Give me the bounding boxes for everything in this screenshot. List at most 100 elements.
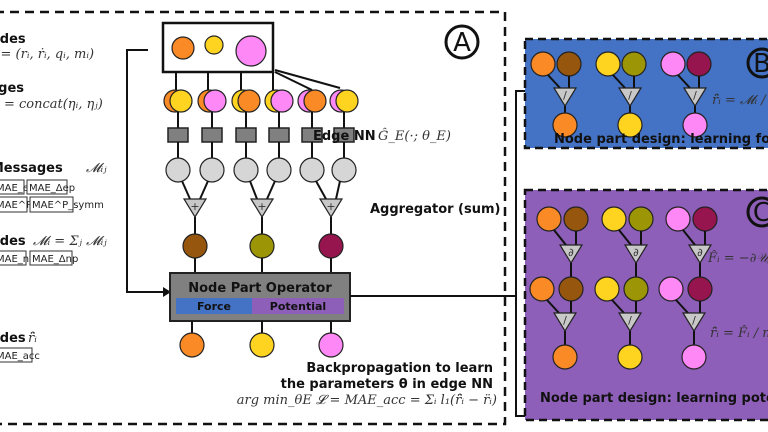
acceleration-node [682,112,708,138]
svg-text:B: B [753,49,768,79]
acceleration-node [617,344,643,370]
position-node [601,206,627,232]
nodes-math: ηᵢ = (rᵢ, ṙᵢ, qᵢ, mᵢ) [0,47,94,62]
svg-text:∂: ∂ [633,246,639,259]
svg-text:∂: ∂ [697,246,703,259]
edge-node-front [237,89,261,113]
metric-box-mae-ef: MAE_ef [0,179,33,195]
metric-box-mae-symm-2: MAE^P_symm [29,196,104,213]
edge-pair [329,89,359,113]
panel-c-group: ∂/ [594,206,654,370]
panel-b-marker [746,47,768,79]
edge-pair [231,89,261,113]
acceleration-node [681,344,707,370]
aggregated-node [318,233,344,259]
edge-message-node [331,157,357,183]
edge-messages-math: 𝓜ᵢⱼ [86,161,107,176]
mass-node [529,276,555,302]
force-node [623,276,649,302]
edge-node-front [270,89,294,113]
backprop-line1: Backpropagation to learn [306,361,493,376]
svg-text:/: / [628,314,632,327]
svg-text:MAE^P_symm: MAE^P_symm [32,200,104,211]
input-node-pink [235,35,267,67]
edge-nn-math: Ĝ_E(·; θ_E) [378,127,451,144]
derivative-op-icon: ∂ [623,244,649,265]
edge-node-front [303,89,327,113]
panel-c-group: ∂/ [529,206,589,370]
acceleration-node [617,112,643,138]
svg-text:MAE_Δep: MAE_Δep [29,183,75,194]
output-node-pink [318,332,344,358]
edge-nn-label: Edge NN [313,129,376,144]
metric-box-mae-dnp: MAE_Δnp [29,250,78,266]
edge-messages-label: Edge Messages [0,161,63,176]
edge-node-front [335,89,359,113]
panel-c-group: ∂/ [658,206,718,370]
edge-nn-blocks [165,112,357,183]
force-node [558,276,584,302]
edge-message-node [165,157,191,183]
panel-b-formula: r̈̂ᵢ = 𝓜ᵢ / mᵢ [712,93,768,108]
message-node [556,51,582,77]
potential-label: Potential [270,300,326,313]
derivative-op-icon: ∂ [558,244,584,265]
svg-text:+: + [257,200,266,213]
panel-b: B /// r̈̂ᵢ = 𝓜ᵢ / mᵢ Node part design: l… [523,37,768,150]
operator-connector [350,90,525,417]
edge-nn-block [167,127,189,143]
output-node-orange [179,332,205,358]
divide-op-icon: / [681,312,707,333]
edge-message-node [199,157,225,183]
edges-label: Edges [0,81,24,96]
feedback-arrow [126,49,171,297]
potential-node [563,206,589,232]
panel-c-formula-accel: r̈̂ᵢ = F̂ᵢ / mᵢ [710,325,768,341]
svg-text:+: + [326,200,335,213]
edge-pair [264,89,294,113]
message-node [621,51,647,77]
panel-c-marker [746,196,768,228]
mass-node [594,276,620,302]
svg-text:/: / [563,314,567,327]
divide-op-icon: / [552,87,578,108]
backprop-line2: the parameters θ in edge NN [281,377,493,392]
svg-text:MAE_nf: MAE_nf [0,254,33,265]
nodes-label: Nodes [0,32,26,47]
svg-text:/: / [693,89,697,102]
svg-text:MAE_Δnp: MAE_Δnp [32,254,78,265]
edge-connectors [175,69,341,91]
output-nodes [179,321,344,358]
mass-node [660,51,686,77]
acceleration-node [552,112,578,138]
edge-node-front [203,89,227,113]
derivative-op-icon: ∂ [687,244,713,265]
input-node-yellow [204,35,224,55]
divide-op-icon: / [617,312,643,333]
force-segment [176,298,252,314]
edge-message-node [299,157,325,183]
metric-box-mae-dep: MAE_Δep [26,179,75,195]
panel-b-caption: Node part design: learning force [554,132,768,147]
svg-text:/: / [563,89,567,102]
aggregator-sum-icon: + [182,198,208,219]
mass-node [658,276,684,302]
potential-segment [252,298,344,314]
node-part-operator: Node Part Operator Force Potential [169,272,351,322]
position-node [665,206,691,232]
svg-text:∂: ∂ [568,246,574,259]
operator-title: Node Part Operator [188,281,332,296]
aggregator-sum-icon: + [249,198,275,219]
output-node-yellow [249,332,275,358]
aggregators: + + + [181,180,344,273]
force-label: Force [197,300,231,313]
svg-text:MAE_ef: MAE_ef [0,183,33,194]
mass-node [530,51,556,77]
acceleration-node [552,344,578,370]
panel-c: C ∂/∂/∂/ F̂ᵢ = −∂𝒰/∂rᵢ r̈̂ᵢ = F̂ᵢ / mᵢ N… [523,188,768,422]
input-node-orange [171,36,195,60]
output-nodes-label: Nodes [0,331,26,346]
edge-pair [197,89,227,113]
edges-math: ηᵢⱼ = concat(ηᵢ, ηⱼ) [0,97,103,112]
